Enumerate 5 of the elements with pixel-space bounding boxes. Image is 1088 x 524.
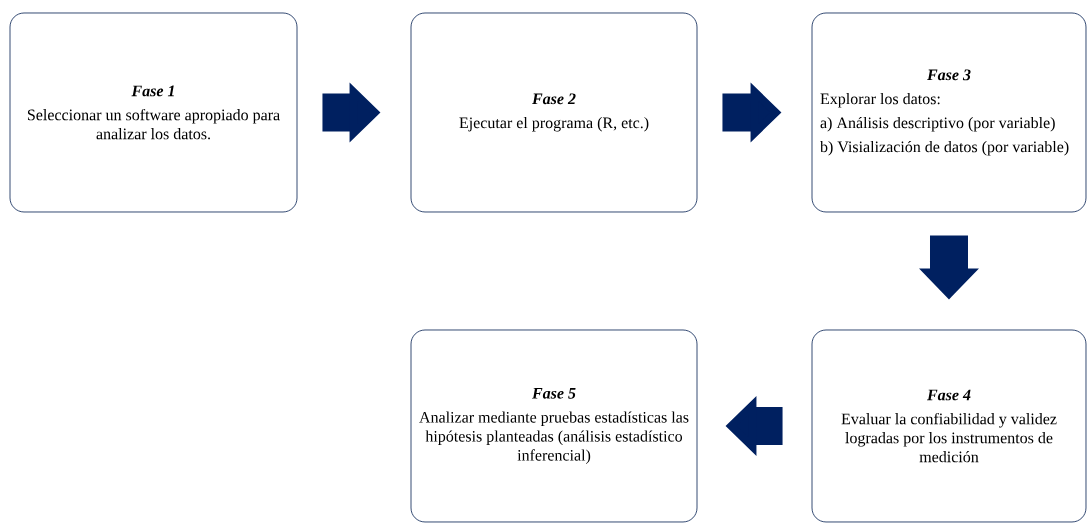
process-box: Fase 3 Explorar los datos: a) Análisis descriptivo (por variable) b) Visialización de datos (por variable) [811, 12, 1087, 213]
process-box: Fase 4 Evaluar la confiabilidad y validez logradas por los instrumentos de medición [811, 329, 1087, 523]
process-box: Fase 1 Seleccionar un software apropiado para analizar los datos. [9, 12, 298, 213]
process-box: Fase 2 Ejecutar el programa (R, etc.) [410, 12, 698, 213]
process-box: Fase 5 Analizar mediante pruebas estadísticas las hipótesis planteadas (análisis estadístico inferencial) [410, 329, 698, 523]
